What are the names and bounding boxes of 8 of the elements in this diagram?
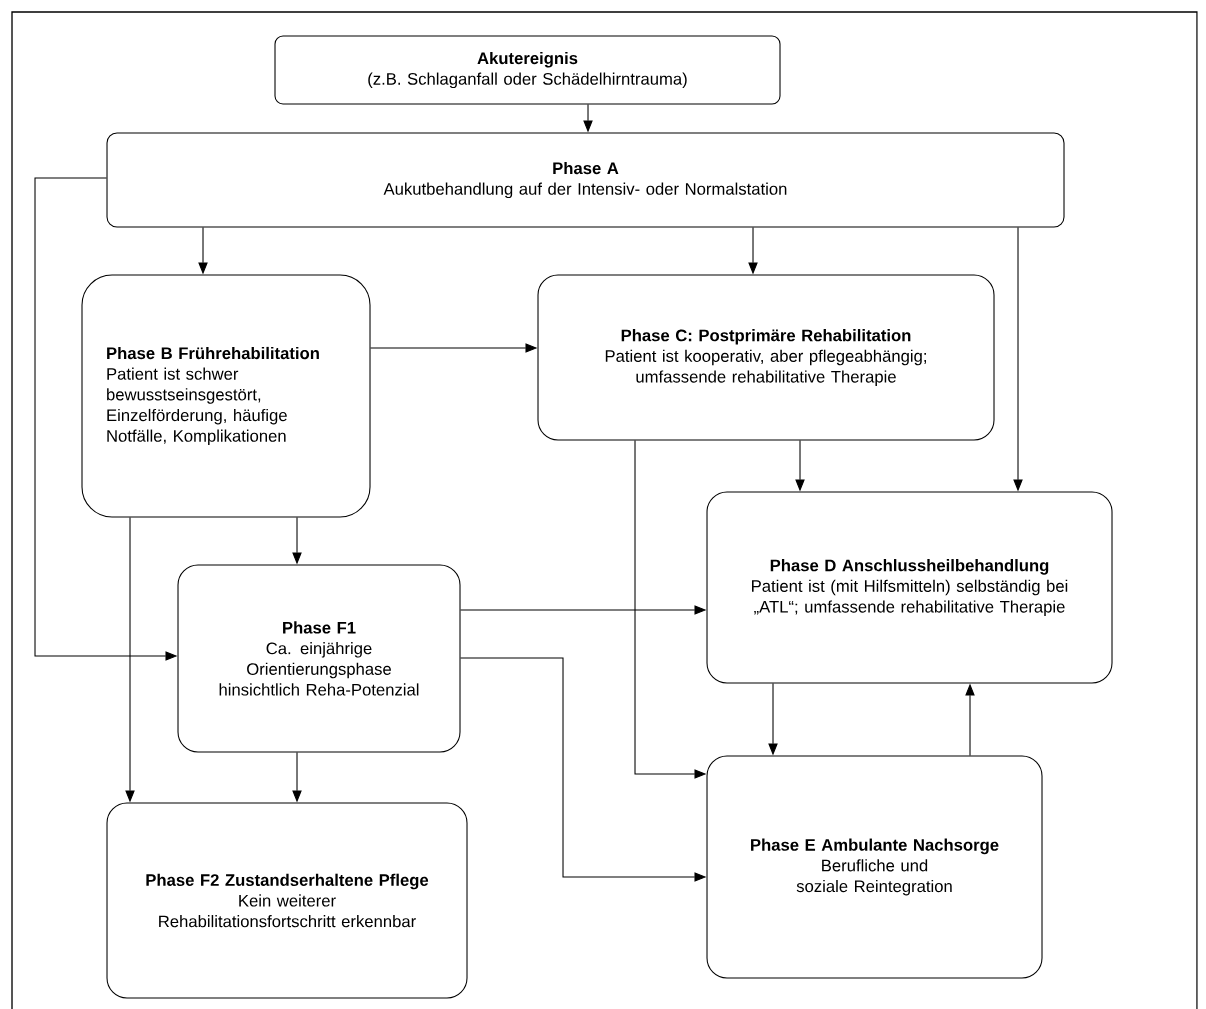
phase-box: Phase A Aukutbehandlung auf der Intensiv- oder Normalstation (106, 132, 1065, 228)
phase-box: Phase D Anschlussheilbehandlung Patient ist (mit Hilfsmitteln) selbständig bei „ATL“; umfassende rehabilitative Therapie (706, 491, 1113, 684)
phase-box: Phase C: Postprimäre Rehabilitation Patient ist kooperativ, aber pflegeabhängig; umfassende rehabilitative Therapie (537, 274, 995, 441)
phase-box: Phase B Frührehabilitation Patient ist schwer bewusstseinsgestört, Einzelförderung, häufige Notfälle, Komplikationen (81, 274, 371, 518)
phase-box: Akutereignis (z.B. Schlaganfall oder Schädelhirntrauma) (274, 35, 781, 105)
phase-box: Phase F1 Ca. einjährige Orientierungsphase hinsichtlich Reha-Potenzial (177, 564, 461, 753)
phase-box: Phase F2 Zustandserhaltene Pflege Kein weiterer Rehabilitationsfortschritt erkennbar (106, 802, 468, 999)
phase-box: Phase E Ambulante Nachsorge Berufliche und soziale Reintegration (706, 755, 1043, 979)
